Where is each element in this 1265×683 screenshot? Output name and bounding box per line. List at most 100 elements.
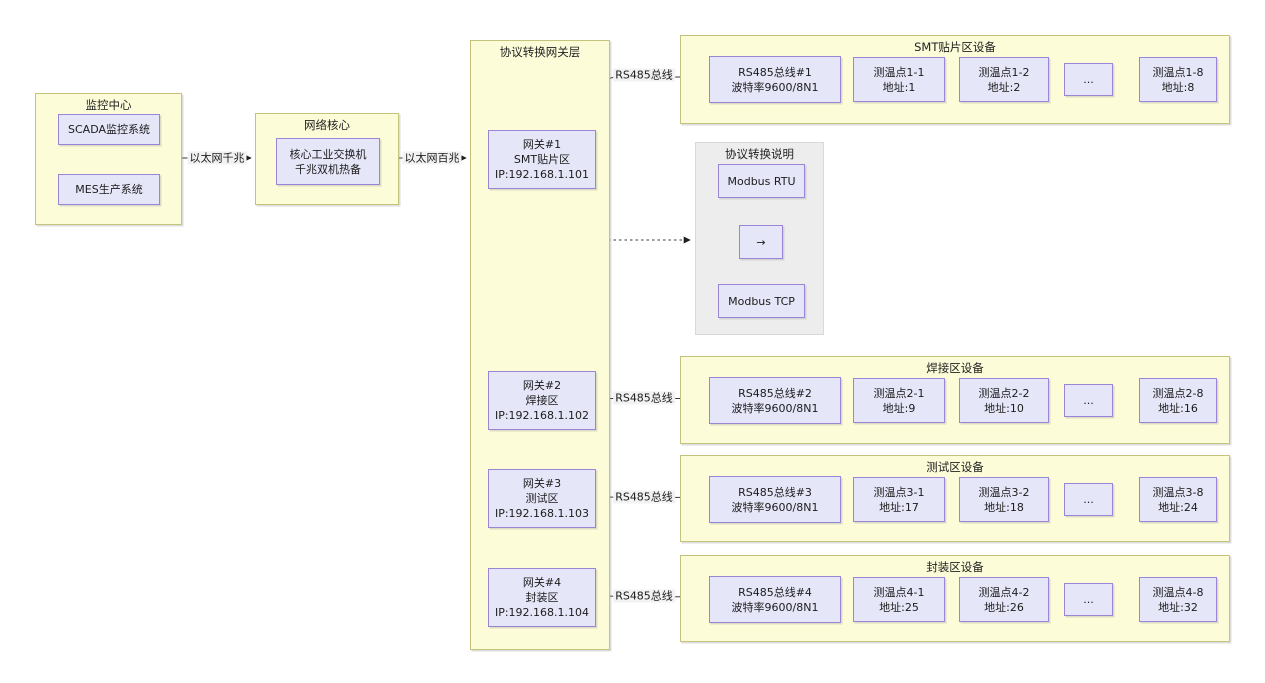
protocol-note-title: 协议转换说明 [725, 147, 794, 161]
packaging-device-group-title: 封装区设备 [926, 560, 984, 574]
sensor-2-2-name: 测温点2-2 [978, 386, 1030, 400]
right-arrow-icon: → [756, 235, 766, 249]
sensor-4-1-addr: 地址:25 [879, 600, 919, 614]
gateway-2-node: 网关#2 焊接区 IP:192.168.1.102 [488, 371, 596, 430]
smt-device-group-title: SMT贴片区设备 [914, 40, 996, 54]
testing-device-group: 测试区设备 RS485总线#3 波特率9600/8N1 测温点3-1 地址:17… [680, 455, 1230, 542]
protocol-note-group: 协议转换说明 Modbus RTU → Modbus TCP [695, 142, 824, 335]
sensor-3-8-name: 测温点3-8 [1152, 485, 1204, 499]
gateway-1-node: 网关#1 SMT贴片区 IP:192.168.1.101 [488, 130, 596, 189]
monitoring-center-group: 监控中心 SCADA监控系统 MES生产系统 [35, 93, 182, 225]
gateway-1-zone: SMT贴片区 [513, 153, 571, 166]
edge-label-gigabit: 以太网千兆 [187, 151, 247, 165]
sensor-1-2-name: 测温点1-2 [978, 65, 1030, 79]
mes-label: MES生产系统 [75, 183, 143, 196]
gateway-1-name: 网关#1 [522, 138, 562, 151]
gateway-4-name: 网关#4 [522, 576, 562, 589]
ellipsis-1-node: ... [1064, 63, 1113, 96]
gateway-layer-group: 协议转换网关层 网关#1 SMT贴片区 IP:192.168.1.101 网关#… [470, 40, 610, 650]
sensor-1-2-node: 测温点1-2 地址:2 [959, 57, 1049, 102]
sensor-2-1-addr: 地址:9 [882, 401, 916, 415]
edge-label-rs485-1: RS485总线 [613, 68, 675, 82]
bus-3-line1: RS485总线#3 [738, 485, 812, 499]
sensor-2-2-node: 测温点2-2 地址:10 [959, 378, 1049, 423]
scada-node: SCADA监控系统 [58, 114, 160, 145]
sensor-3-2-node: 测温点3-2 地址:18 [959, 477, 1049, 522]
modbus-rtu-node: Modbus RTU [718, 164, 805, 198]
sensor-4-2-node: 测温点4-2 地址:26 [959, 577, 1049, 622]
sensor-2-2-addr: 地址:10 [984, 401, 1024, 415]
sensor-3-1-node: 测温点3-1 地址:17 [853, 477, 945, 522]
gateway-2-zone: 焊接区 [525, 394, 559, 407]
sensor-2-8-name: 测温点2-8 [1152, 386, 1204, 400]
gateway-2-ip: IP:192.168.1.102 [494, 409, 590, 422]
sensor-4-8-name: 测温点4-8 [1152, 585, 1204, 599]
ellipsis-4-node: ... [1064, 583, 1113, 616]
sensor-4-8-addr: 地址:32 [1158, 600, 1198, 614]
modbus-rtu-label: Modbus RTU [727, 174, 796, 188]
sensor-1-2-addr: 地址:2 [987, 80, 1021, 94]
modbus-tcp-node: Modbus TCP [718, 284, 805, 318]
network-core-group: 网络核心 核心工业交换机 千兆双机热备 [255, 113, 399, 205]
sensor-3-8-addr: 地址:24 [1158, 500, 1198, 514]
protocol-arrow-node: → [739, 225, 783, 259]
gateway-3-name: 网关#3 [522, 477, 562, 490]
rs485-bus-2-node: RS485总线#2 波特率9600/8N1 [709, 377, 841, 424]
welding-device-group: 焊接区设备 RS485总线#2 波特率9600/8N1 测温点2-1 地址:9 … [680, 356, 1230, 444]
sensor-2-8-addr: 地址:16 [1158, 401, 1198, 415]
gateway-3-zone: 测试区 [525, 492, 559, 505]
welding-device-group-title: 焊接区设备 [926, 361, 984, 375]
sensor-3-2-addr: 地址:18 [984, 500, 1024, 514]
edge-label-fast-ethernet: 以太网百兆 [402, 151, 462, 165]
gateway-4-node: 网关#4 封装区 IP:192.168.1.104 [488, 568, 596, 627]
bus-1-line2: 波特率9600/8N1 [731, 80, 819, 94]
packaging-device-group: 封装区设备 RS485总线#4 波特率9600/8N1 测温点4-1 地址:25… [680, 555, 1230, 642]
sensor-3-1-addr: 地址:17 [879, 500, 919, 514]
sensor-1-8-name: 测温点1-8 [1152, 65, 1204, 79]
core-switch-node: 核心工业交换机 千兆双机热备 [276, 138, 380, 185]
sensor-3-2-name: 测温点3-2 [978, 485, 1030, 499]
sensor-4-1-node: 测温点4-1 地址:25 [853, 577, 945, 622]
monitoring-center-title: 监控中心 [85, 98, 132, 112]
sensor-1-1-name: 测温点1-1 [873, 65, 925, 79]
edge-label-rs485-2: RS485总线 [613, 391, 675, 405]
core-switch-line1: 核心工业交换机 [289, 147, 367, 161]
sensor-4-8-node: 测温点4-8 地址:32 [1139, 577, 1217, 622]
ellipsis-4-label: ... [1083, 593, 1094, 606]
testing-device-group-title: 测试区设备 [926, 460, 984, 474]
bus-2-line1: RS485总线#2 [738, 386, 812, 400]
bus-1-line1: RS485总线#1 [738, 65, 812, 79]
bus-4-line1: RS485总线#4 [738, 585, 812, 599]
sensor-1-8-node: 测温点1-8 地址:8 [1139, 57, 1217, 102]
bus-4-line2: 波特率9600/8N1 [731, 600, 819, 614]
edge-label-rs485-4: RS485总线 [613, 589, 675, 603]
smt-device-group: SMT贴片区设备 RS485总线#1 波特率9600/8N1 测温点1-1 地址… [680, 35, 1230, 124]
network-core-title: 网络核心 [304, 118, 350, 132]
ellipsis-3-node: ... [1064, 483, 1113, 516]
gateway-layer-title: 协议转换网关层 [499, 45, 581, 59]
ellipsis-3-label: ... [1083, 493, 1094, 506]
core-switch-line2: 千兆双机热备 [295, 162, 361, 176]
ellipsis-2-node: ... [1064, 384, 1113, 417]
gateway-2-name: 网关#2 [522, 379, 562, 392]
gateway-3-ip: IP:192.168.1.103 [494, 507, 590, 520]
sensor-4-1-name: 测温点4-1 [873, 585, 925, 599]
sensor-1-1-node: 测温点1-1 地址:1 [853, 57, 945, 102]
mes-node: MES生产系统 [58, 174, 160, 205]
sensor-2-8-node: 测温点2-8 地址:16 [1139, 378, 1217, 423]
rs485-bus-3-node: RS485总线#3 波特率9600/8N1 [709, 476, 841, 523]
ellipsis-2-label: ... [1083, 394, 1094, 407]
bus-3-line2: 波特率9600/8N1 [731, 500, 819, 514]
sensor-3-8-node: 测温点3-8 地址:24 [1139, 477, 1217, 522]
gateway-4-zone: 封装区 [525, 591, 559, 604]
sensor-2-1-node: 测温点2-1 地址:9 [853, 378, 945, 423]
sensor-1-8-addr: 地址:8 [1161, 80, 1195, 94]
sensor-4-2-name: 测温点4-2 [978, 585, 1030, 599]
sensor-3-1-name: 测温点3-1 [873, 485, 925, 499]
sensor-1-1-addr: 地址:1 [882, 80, 916, 94]
edge-label-rs485-3: RS485总线 [613, 490, 675, 504]
modbus-tcp-label: Modbus TCP [728, 294, 795, 308]
gateway-4-ip: IP:192.168.1.104 [494, 606, 590, 619]
sensor-2-1-name: 测温点2-1 [873, 386, 925, 400]
